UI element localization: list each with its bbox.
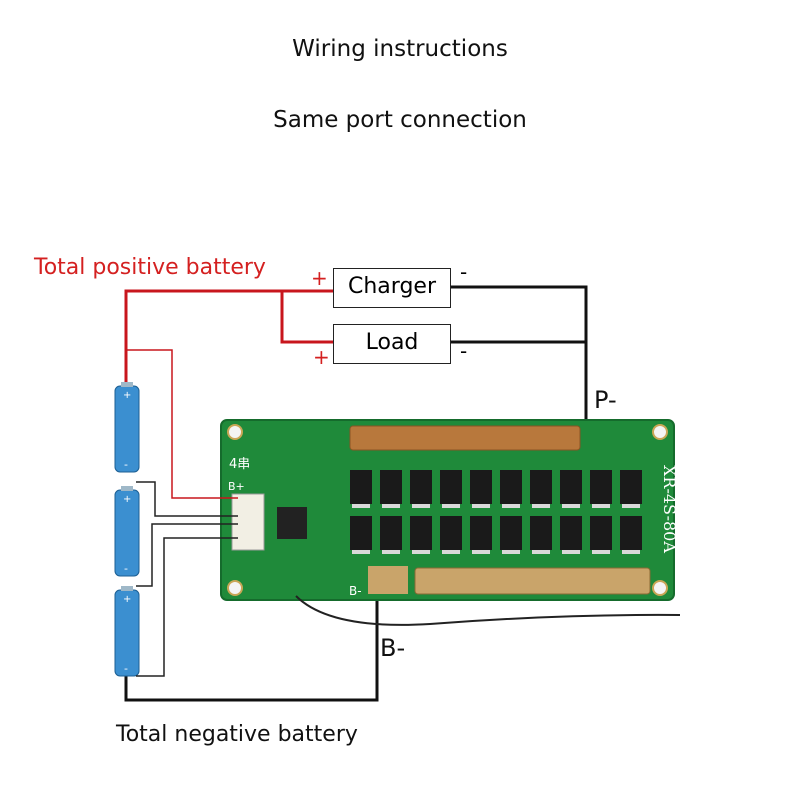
board-model-label: XR-4S-80A (660, 465, 679, 553)
cell-plus-mark: + (123, 390, 131, 401)
positive-wires (124, 289, 333, 388)
mosfet (470, 470, 492, 504)
positive-load-branch (280, 291, 333, 344)
bms-board: XR-4S-80A 4串 B+ B- (220, 419, 679, 601)
ic-chip (277, 507, 307, 539)
mosfet (470, 516, 492, 550)
battery-negative-wire (124, 586, 379, 702)
copper-bar-top (349, 425, 581, 451)
mosfet (530, 470, 552, 504)
positive-main-wire (124, 289, 333, 388)
load-plus-sign: + (313, 345, 330, 369)
cell-minus-mark: - (124, 458, 128, 471)
balance-wire-2 (136, 523, 238, 587)
mosfet-array (350, 470, 642, 554)
mosfet (500, 470, 522, 504)
diagram-title: Wiring instructions (292, 36, 508, 62)
battery-cell: +- (114, 382, 140, 473)
mosfet (590, 516, 612, 550)
b-minus-label: B- (380, 634, 406, 662)
mosfet (620, 516, 642, 550)
mosfet (560, 516, 582, 550)
mosfet (350, 516, 372, 550)
mosfet (590, 470, 612, 504)
balance-wire-1 (136, 481, 238, 517)
sense-wire (295, 595, 681, 626)
battery-cell: +- (114, 486, 140, 577)
balance-wire-top (126, 349, 238, 499)
total-negative-label: Total negative battery (116, 722, 358, 747)
load-box: Load (333, 324, 451, 364)
connector-block (231, 493, 265, 551)
mosfet (380, 516, 402, 550)
balance-wires (126, 349, 238, 677)
mosfet (620, 470, 642, 504)
mosfet (500, 516, 522, 550)
mosfet (380, 470, 402, 504)
negative-wires (124, 285, 588, 702)
mosfet (530, 516, 552, 550)
load-minus-sign: - (460, 339, 468, 363)
battery-cells: +-+-+- (114, 382, 140, 677)
diagram-subtitle: Same port connection (273, 107, 527, 133)
mosfet (410, 470, 432, 504)
cell-plus-mark: + (123, 494, 131, 505)
board-bplus-mark: B+ (228, 480, 245, 493)
balance-wire-3 (136, 537, 238, 677)
p-minus-label: P- (594, 386, 617, 414)
copper-bar-bottom (414, 567, 651, 595)
charger-negative-wire (451, 285, 588, 426)
board-series-mark: 4串 (229, 457, 250, 472)
charger-plus-sign: + (311, 266, 328, 290)
cell-minus-mark: - (124, 562, 128, 575)
battery-cell: +- (114, 586, 140, 677)
mosfet (440, 470, 462, 504)
mosfet (350, 470, 372, 504)
cell-plus-mark: + (123, 594, 131, 605)
charger-box: Charger (333, 268, 451, 308)
charger-minus-sign: - (460, 260, 468, 284)
total-positive-label: Total positive battery (34, 255, 266, 280)
mosfet (440, 516, 462, 550)
board-bminus-mark: B- (349, 584, 362, 598)
mosfet (560, 470, 582, 504)
cell-minus-mark: - (124, 662, 128, 675)
mosfet (410, 516, 432, 550)
